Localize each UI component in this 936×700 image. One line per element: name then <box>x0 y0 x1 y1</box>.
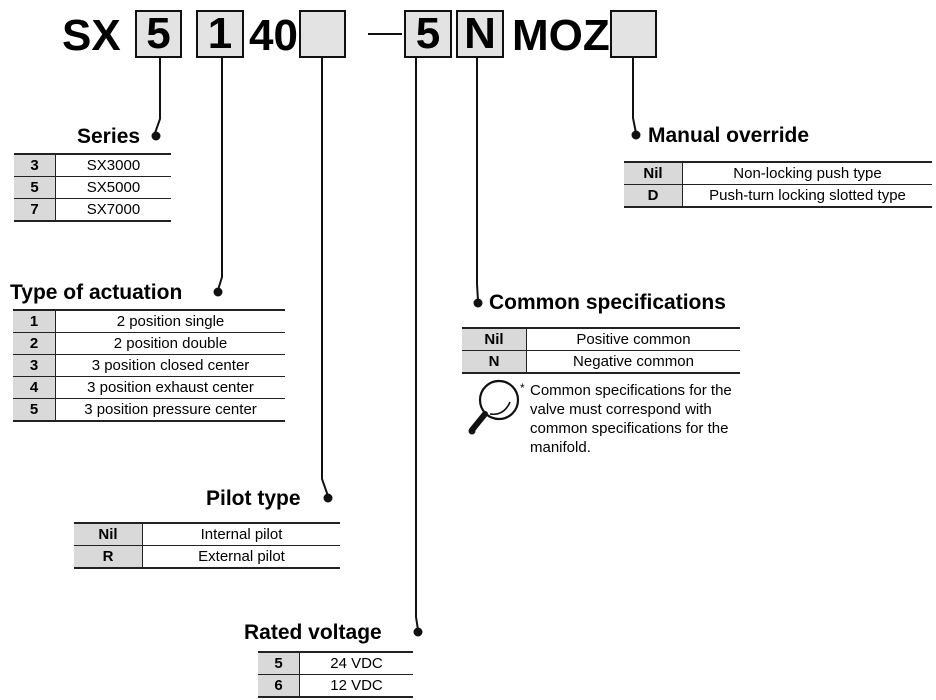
option-key: 3 <box>13 354 56 377</box>
common-connector <box>476 58 479 302</box>
common-title: Common specifications <box>489 291 726 314</box>
option-key: D <box>624 184 683 208</box>
option-value: SX3000 <box>55 153 171 177</box>
option-key: 2 <box>13 332 56 355</box>
series-connector <box>154 58 161 134</box>
override-title: Manual override <box>648 124 810 147</box>
option-value: Push-turn locking slotted type <box>682 184 932 208</box>
option-value: 12 VDC <box>299 674 413 698</box>
actuation-code-box: 1 <box>196 10 244 58</box>
pilot-title: Pilot type <box>206 487 301 510</box>
override-code-box <box>610 10 657 58</box>
option-key: 5 <box>14 176 56 199</box>
code-suffix: MOZ <box>512 11 610 60</box>
common-code-box: N <box>456 10 504 58</box>
common-note: * Common specifications for the valve mu… <box>520 381 740 457</box>
voltage-connector <box>415 58 419 631</box>
option-key: 6 <box>258 674 300 698</box>
option-value: 24 VDC <box>299 651 413 675</box>
pilot-bullet <box>323 493 333 503</box>
actuation-bullet <box>213 287 223 297</box>
option-value: Non-locking push type <box>682 161 932 185</box>
option-key: 3 <box>14 153 56 177</box>
option-value: 2 position double <box>55 332 285 355</box>
option-key: Nil <box>74 522 143 546</box>
option-key: R <box>74 545 143 569</box>
voltage-code-box: 5 <box>404 10 452 58</box>
option-value: 3 position closed center <box>55 354 285 377</box>
option-value: SX7000 <box>55 198 171 222</box>
option-key: 5 <box>13 398 56 422</box>
actuation-title: Type of actuation <box>10 281 183 304</box>
voltage-title: Rated voltage <box>244 621 382 644</box>
option-key: 7 <box>14 198 56 222</box>
override-bullet <box>631 130 641 140</box>
option-value: Internal pilot <box>142 522 340 546</box>
option-value: SX5000 <box>55 176 171 199</box>
actuation-connector <box>217 58 223 291</box>
series-bullet <box>151 131 161 141</box>
pilot-code-box <box>299 10 346 58</box>
option-key: 4 <box>13 376 56 399</box>
code-prefix: SX <box>62 11 121 60</box>
magnifier-icon <box>468 379 520 435</box>
series-code-box: 5 <box>135 10 182 58</box>
option-value: Positive common <box>526 327 740 351</box>
voltage-bullet <box>413 627 423 637</box>
option-value: Negative common <box>526 350 740 374</box>
option-key: N <box>462 350 527 374</box>
common-bullet <box>473 298 483 308</box>
option-key: Nil <box>462 327 527 351</box>
series-title: Series <box>77 125 141 148</box>
code-middle: 40 <box>249 11 298 60</box>
option-key: 5 <box>258 651 300 675</box>
option-key: Nil <box>624 161 683 185</box>
option-key: 1 <box>13 309 56 333</box>
option-value: 2 position single <box>55 309 285 333</box>
option-value: 3 position pressure center <box>55 398 285 422</box>
note-text: Common specifications for the valve must… <box>530 382 732 456</box>
option-value: 3 position exhaust center <box>55 376 285 399</box>
note-mark: * <box>520 381 525 395</box>
pilot-connector <box>321 58 329 497</box>
option-value: External pilot <box>142 545 340 569</box>
override-connector <box>632 58 637 134</box>
